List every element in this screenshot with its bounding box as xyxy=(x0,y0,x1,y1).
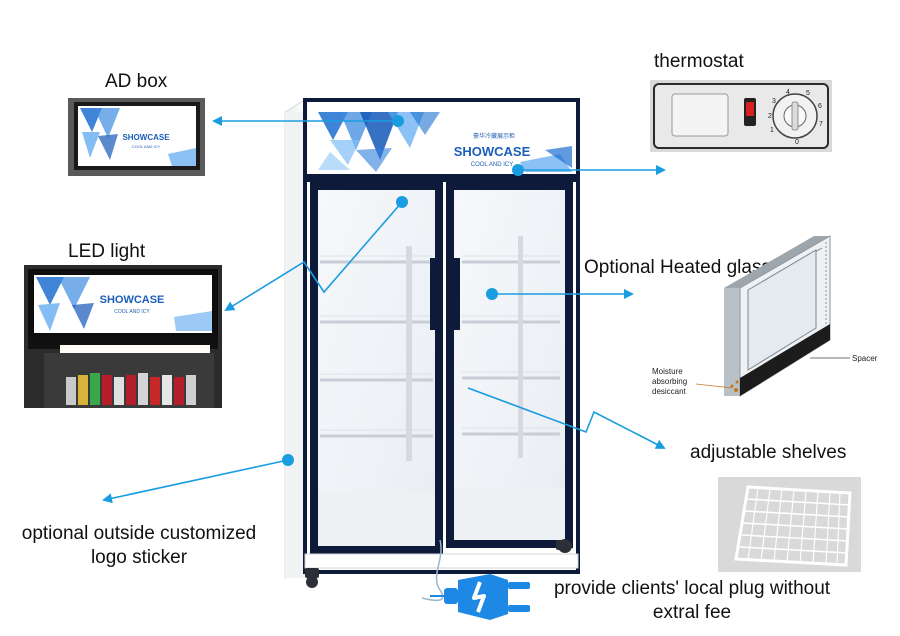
label-ad-box: AD box xyxy=(105,71,168,92)
label-heated-glass: Optional Heated glass xyxy=(584,257,771,278)
glass-moisture-label-2: absorbing xyxy=(652,377,687,386)
led-photo-brand: SHOWCASE xyxy=(100,294,165,306)
dot-thermostat xyxy=(512,164,524,176)
arrow-led-light xyxy=(224,201,403,312)
dial-0: 0 xyxy=(795,139,799,146)
dial-3: 3 xyxy=(772,98,776,105)
dot-logo-sticker xyxy=(282,454,294,466)
dot-led-light xyxy=(396,196,408,208)
arrow-shelves xyxy=(467,387,666,449)
dial-5: 5 xyxy=(806,90,810,97)
label-plug-line1: provide clients' local plug without xyxy=(553,578,831,599)
sign-tagline-text: COOL AND ICY xyxy=(471,162,513,168)
dial-4: 4 xyxy=(786,89,790,96)
shelf-photo xyxy=(718,477,861,572)
ad-box-photo-brand: SHOWCASE xyxy=(122,133,170,142)
ad-box-photo: SHOWCASE COOL AND ICY xyxy=(68,98,205,176)
sign-brand-text: SHOWCASE xyxy=(454,144,531,159)
arrow-logo-sticker xyxy=(102,459,289,504)
dial-1: 1 xyxy=(770,127,774,134)
glass-spacer-label: Spacer xyxy=(852,354,878,363)
led-light-photo: SHOWCASE COOL AND ICY xyxy=(24,265,222,408)
power-cord xyxy=(421,539,444,602)
dial-6: 6 xyxy=(818,103,822,110)
plug-icon xyxy=(430,574,530,620)
label-plug-line2: extral fee xyxy=(652,602,732,623)
thermostat-photo: 0 1 2 3 4 5 6 7 xyxy=(650,80,832,152)
left-door xyxy=(310,182,443,554)
label-logo-sticker-line1: optional outside customized xyxy=(21,523,257,544)
label-adjustable-shelves: adjustable shelves xyxy=(690,442,847,463)
dot-ad-box xyxy=(392,115,404,127)
label-plug: provide clients' local plug without extr… xyxy=(538,577,846,625)
dial-7: 7 xyxy=(819,121,823,128)
right-door xyxy=(446,182,573,548)
led-photo-tagline: COOL AND ICY xyxy=(114,309,150,315)
label-logo-sticker-line2: logo sticker xyxy=(90,547,188,568)
glass-moisture-label-1: Moisture xyxy=(652,367,683,376)
dial-2: 2 xyxy=(768,113,772,120)
dot-heated-glass xyxy=(486,288,498,300)
label-led-light: LED light xyxy=(68,241,146,262)
glass-cross-section: Moisture absorbing desiccant Spacer xyxy=(652,235,878,397)
svg-text:豪华冷藏展示柜: 豪华冷藏展示柜 xyxy=(473,132,515,140)
caster-wheels xyxy=(305,539,572,588)
label-logo-sticker: optional outside customized logo sticker xyxy=(10,522,268,570)
ad-box-photo-tagline: COOL AND ICY xyxy=(132,144,161,149)
glass-moisture-label-3: desiccant xyxy=(652,387,687,396)
label-thermostat: thermostat xyxy=(654,51,744,72)
